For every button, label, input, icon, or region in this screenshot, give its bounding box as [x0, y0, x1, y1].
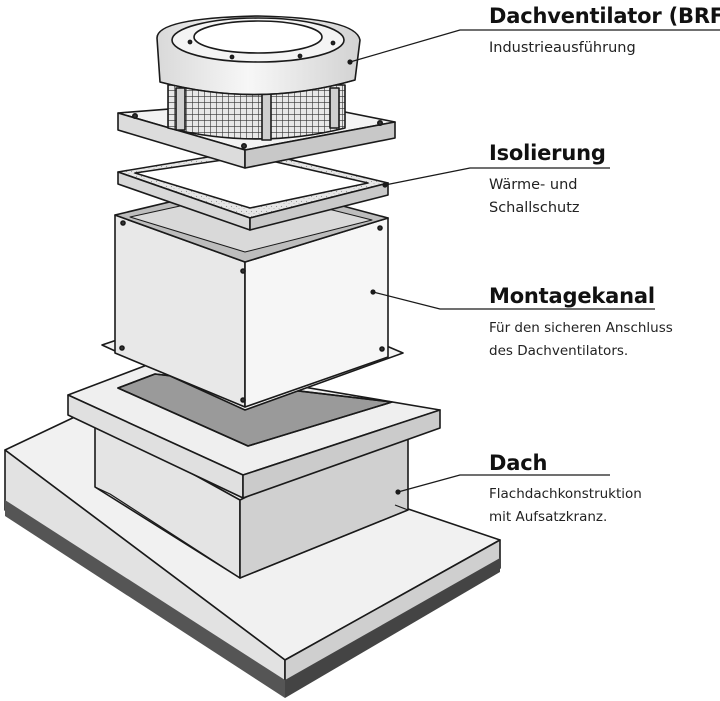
callout-title: Dach [489, 451, 548, 475]
callout-desc-line: Wärme- und [489, 177, 578, 193]
callout-desc-line: Industrieausführung [489, 40, 636, 56]
leader-line-fan [349, 29, 720, 63]
callout-roof-fan: Dachventilator (BRF) Industrieausführung [489, 3, 720, 60]
callout-desc-line: Für den sicheren Anschluss [489, 320, 673, 336]
curb-frame [67, 361, 441, 499]
leader-dots [347, 59, 401, 495]
callout-title: Dachventilator (BRF) [489, 4, 720, 28]
callout-insulation: Isolierung Wärme- und Schallschutz [489, 140, 606, 220]
callout-title: Isolierung [489, 141, 606, 165]
leader-line-duct [372, 291, 655, 310]
insulation-frame [117, 149, 389, 231]
callout-desc-line: des Dachventilators. [489, 343, 629, 359]
callout-desc-line: mit Aufsatzkranz. [489, 509, 608, 525]
callout-desc-line: Schallschutz [489, 200, 580, 216]
callout-roof: Dach Flachdachkonstruktion mit Aufsatzkr… [489, 450, 642, 529]
callout-mounting-duct: Montagekanal Für den sicheren Anschluss … [489, 283, 673, 363]
leader-line-iso [384, 167, 610, 186]
callout-desc-line: Flachdachkonstruktion [489, 486, 642, 502]
leader-line-roof [397, 474, 610, 493]
roof-fan [156, 15, 361, 141]
leader-lines [349, 29, 720, 493]
callout-title: Montagekanal [489, 284, 655, 308]
